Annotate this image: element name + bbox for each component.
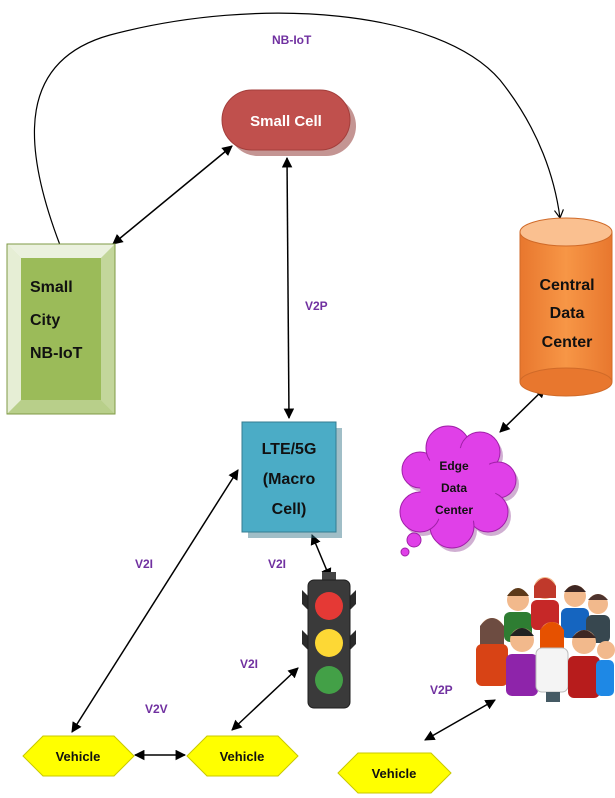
label-nbiot: NB-IoT	[272, 33, 312, 47]
small-city-line-2: City	[30, 312, 60, 329]
macro-cell-line-2: (Macro	[263, 471, 316, 488]
small-city-line-3: NB-IoT	[30, 345, 83, 362]
node-central-data-center: Central Data Center	[519, 217, 613, 397]
traffic-light-icon	[302, 572, 356, 709]
label-v2p-people: V2P	[430, 683, 453, 697]
vehicle-label-2: Vehicle	[220, 749, 265, 764]
people-group-icon	[476, 577, 615, 702]
node-small-cell: Small Cell	[221, 89, 356, 156]
macro-cell-line-1: LTE/5G	[262, 441, 317, 458]
vehicle-label-3: Vehicle	[372, 766, 417, 781]
label-v2i-lower: V2I	[240, 657, 258, 671]
central-dc-line-1: Central	[539, 277, 594, 294]
edge-smallcell-smallcity	[112, 145, 233, 245]
edge-smallcell-macrocell	[281, 156, 295, 420]
edge-macrocell-trafficlight	[310, 534, 332, 579]
node-edge-data-center: Edge Data Center	[399, 425, 519, 557]
edge-centraldc-edgedc	[499, 387, 546, 433]
small-cell-label: Small Cell	[250, 113, 322, 130]
edge-vehicle3-people	[424, 699, 496, 741]
central-dc-line-2: Data	[550, 305, 585, 322]
edge-dc-line-2: Data	[441, 481, 467, 495]
node-macro-cell: LTE/5G (Macro Cell)	[241, 421, 342, 538]
vehicle-node-2: Vehicle	[186, 735, 299, 777]
central-dc-line-3: Center	[542, 334, 593, 351]
vehicle-node-1: Vehicle	[22, 735, 135, 777]
label-v2i-light: V2I	[268, 557, 286, 571]
label-v2i-left: V2I	[135, 557, 153, 571]
edge-dc-line-1: Edge	[439, 459, 469, 473]
vehicle-node-3: Vehicle	[337, 752, 452, 794]
edge-trafficlight-vehicle2	[231, 667, 299, 731]
label-v2p-top: V2P	[305, 299, 328, 313]
vehicle-label-1: Vehicle	[56, 749, 101, 764]
edge-nbiot-curve	[33, 12, 564, 246]
small-city-line-1: Small	[30, 279, 73, 296]
edge-macrocell-vehicle1	[71, 469, 239, 733]
label-v2v: V2V	[145, 702, 168, 716]
edge-dc-line-3: Center	[435, 503, 473, 517]
node-small-city: Small City NB-IoT	[6, 243, 116, 415]
macro-cell-line-3: Cell)	[272, 501, 307, 518]
